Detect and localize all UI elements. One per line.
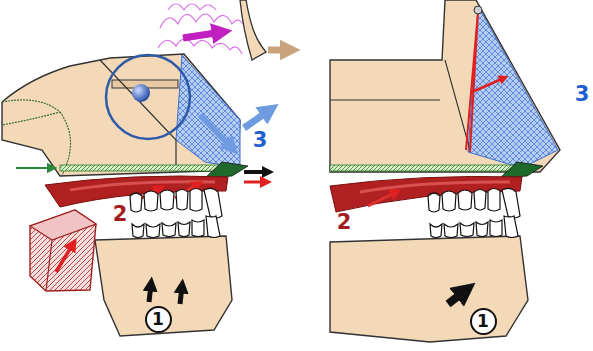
art-path xyxy=(466,12,478,152)
art-path xyxy=(428,193,440,212)
art-path xyxy=(176,55,240,168)
art-path xyxy=(2,100,60,125)
callout-number: 1 xyxy=(477,313,489,330)
art-path xyxy=(330,176,522,212)
art-path xyxy=(474,190,486,211)
art-circle xyxy=(474,6,482,14)
callout-circle: 1 xyxy=(470,308,497,335)
art-path xyxy=(205,162,248,178)
art-path xyxy=(160,190,174,210)
art-line xyxy=(244,181,266,184)
art-path xyxy=(504,216,518,238)
art-path xyxy=(146,224,160,238)
art-line xyxy=(472,78,504,92)
art-g xyxy=(428,188,520,237)
art-line xyxy=(244,170,268,174)
art-path xyxy=(176,190,188,211)
callout-number: 3 xyxy=(575,84,590,105)
art-path xyxy=(30,210,96,291)
art-path xyxy=(2,54,240,176)
art-path xyxy=(46,240,52,291)
art-path xyxy=(30,210,96,240)
art-path xyxy=(190,189,202,212)
art-path xyxy=(192,220,204,237)
art-path xyxy=(444,224,458,238)
right-figure xyxy=(330,0,560,342)
art-g xyxy=(130,188,222,237)
art-path xyxy=(460,223,474,237)
art-line xyxy=(149,284,151,302)
art-path xyxy=(206,216,220,238)
left-figure xyxy=(2,0,290,336)
art-line xyxy=(368,192,396,206)
art-path xyxy=(500,162,543,178)
art-path xyxy=(95,236,232,336)
art-path xyxy=(442,191,456,211)
callout-number: 1 xyxy=(152,311,164,328)
art-line xyxy=(183,32,222,38)
art-line xyxy=(244,110,270,128)
art-path xyxy=(240,0,266,60)
art-path xyxy=(468,6,558,168)
art-path xyxy=(330,60,470,150)
art-rect xyxy=(330,165,526,171)
art-path xyxy=(178,222,190,237)
art-line xyxy=(56,244,73,272)
art-line xyxy=(448,290,466,304)
art-path xyxy=(488,189,500,212)
art-path xyxy=(330,0,560,172)
art-rect xyxy=(60,165,232,171)
art-line xyxy=(268,47,290,54)
art-path xyxy=(158,4,246,54)
art-path xyxy=(130,193,142,212)
art-line xyxy=(200,115,232,148)
art-path xyxy=(162,223,176,237)
art-path xyxy=(360,182,510,192)
art-circle xyxy=(106,55,190,139)
art-path xyxy=(502,188,520,218)
art-path xyxy=(490,220,502,237)
art-circle xyxy=(132,84,150,102)
callout-number: 2 xyxy=(113,204,128,225)
art-path xyxy=(144,191,158,211)
callout-number: 3 xyxy=(253,130,268,151)
art-path xyxy=(132,224,144,238)
callout-number: 2 xyxy=(337,212,352,233)
art-line xyxy=(16,167,52,169)
art-path xyxy=(476,222,488,237)
art-path xyxy=(430,224,442,238)
art-path xyxy=(458,190,472,210)
art-path xyxy=(330,236,528,342)
art-path xyxy=(204,188,222,218)
callout-circle: 1 xyxy=(145,306,172,333)
art-line xyxy=(180,286,182,304)
